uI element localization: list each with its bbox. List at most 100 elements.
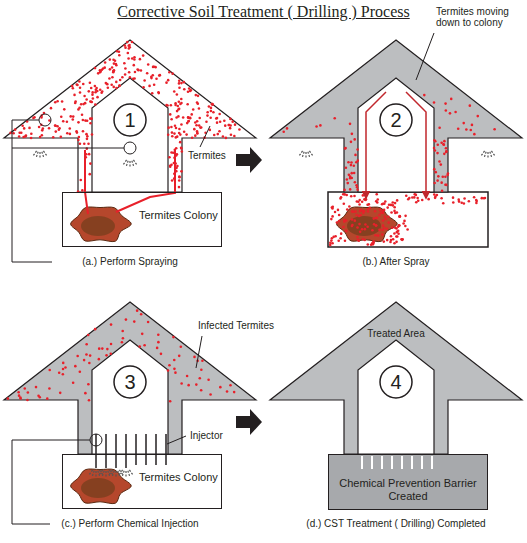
termite-dot — [85, 343, 88, 346]
callout-label: Termites — [188, 150, 226, 161]
termite-dot — [473, 133, 476, 136]
spray-mark — [89, 470, 93, 476]
termite-dot — [86, 138, 89, 141]
termite-dot — [61, 100, 64, 103]
termite-dot — [115, 81, 118, 84]
termite-dot — [219, 120, 222, 123]
termite-dot — [395, 235, 398, 238]
termite-dot — [475, 199, 478, 202]
termite-dot — [26, 120, 29, 123]
termite-dot — [95, 88, 98, 91]
bracket-line — [12, 120, 52, 262]
termite-dot — [157, 91, 160, 94]
termite-dot — [201, 360, 204, 363]
termite-dot — [219, 386, 222, 389]
termite-dot — [199, 126, 202, 129]
termite-dot — [48, 127, 51, 130]
termite-dot — [165, 81, 168, 84]
termite-dot — [196, 132, 199, 135]
termite-dot — [443, 140, 446, 143]
soil-ground — [328, 192, 488, 247]
termite-dot — [391, 201, 394, 204]
termite-dot — [158, 74, 161, 77]
termite-dot — [83, 95, 86, 98]
termite-dot — [62, 120, 65, 123]
termite-dot — [46, 397, 49, 400]
termite-dot — [129, 76, 132, 79]
termite-dot — [157, 92, 160, 95]
termite-dot — [331, 215, 334, 218]
sub-caption: (c.) Perform Chemical Injection — [0, 518, 260, 529]
termite-dot — [384, 200, 387, 203]
termite-dot — [64, 366, 67, 369]
termite-dot — [171, 179, 174, 182]
termite-dot — [176, 93, 179, 96]
termite-dot — [174, 124, 177, 127]
barrier-hole — [411, 456, 413, 469]
spray-mark — [33, 151, 37, 157]
termite-dot — [109, 352, 112, 355]
termite-dot — [79, 370, 82, 373]
termite-dot — [71, 118, 74, 121]
termite-dot — [342, 202, 345, 205]
leader-line — [196, 336, 202, 368]
termite-trail — [116, 150, 175, 212]
termite-dot — [78, 80, 81, 83]
termite-dot — [69, 133, 72, 136]
termite-dot — [138, 345, 141, 348]
termite-dot — [87, 142, 90, 145]
callout-circle — [90, 434, 102, 446]
termite-dot — [187, 384, 190, 387]
termite-dot — [25, 134, 28, 137]
termite-dot — [234, 123, 237, 126]
termite-dot — [50, 107, 53, 110]
spray-mark — [109, 470, 113, 476]
termite-dot — [90, 101, 93, 104]
spray-mark — [299, 151, 303, 157]
termite-dot — [171, 72, 174, 75]
barrier-hole — [371, 456, 373, 469]
termite-dot — [421, 199, 424, 202]
termite-dot — [173, 132, 176, 135]
termite-dot — [101, 90, 104, 93]
termite-dot — [333, 117, 336, 120]
termite-dot — [52, 136, 55, 139]
termite-dot — [78, 136, 81, 139]
termite-dot — [340, 232, 343, 235]
termite-dot — [211, 103, 214, 106]
termite-dot — [113, 69, 116, 72]
termite-dot — [216, 121, 219, 124]
termite-dot — [179, 345, 182, 348]
step-number: 4 — [379, 365, 413, 399]
termite-dot — [339, 197, 342, 200]
termite-dot — [210, 110, 213, 113]
leader-line — [200, 126, 210, 147]
termite-dot — [212, 111, 215, 114]
termite-colony — [337, 207, 398, 242]
termite-dot — [96, 96, 99, 99]
termite-dot — [169, 400, 172, 403]
termite-dot — [403, 220, 406, 223]
sub-caption: (d.) CST Treatment ( Drilling) Completed — [266, 518, 526, 529]
spray-mark — [128, 471, 130, 478]
termite-dot — [101, 347, 104, 350]
termite-dot — [121, 330, 124, 333]
panel — [4, 40, 262, 262]
termite-dot — [77, 139, 80, 142]
spray-mark — [99, 470, 103, 476]
termite-dot — [356, 226, 359, 229]
termite-dot — [110, 343, 113, 346]
termite-dot — [358, 223, 361, 226]
termite-dot — [99, 88, 102, 91]
circle-shape — [380, 366, 412, 398]
termite-dot — [110, 323, 113, 326]
termite-dot — [90, 87, 93, 90]
termite-dot — [197, 95, 200, 98]
termite-dot — [79, 91, 82, 94]
termite-dot — [131, 41, 134, 44]
termite-dot — [112, 70, 115, 73]
termite-dot — [463, 197, 466, 200]
spray-mark — [123, 160, 127, 166]
termite-dot — [398, 224, 401, 227]
termite-dot — [178, 79, 181, 82]
